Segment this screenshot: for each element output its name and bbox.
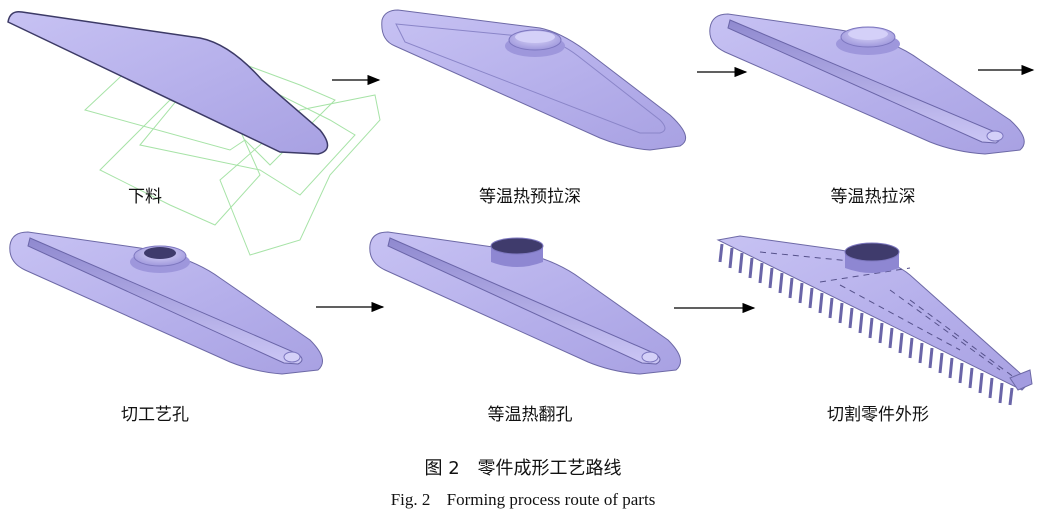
figure-number-en: Fig. 2 [390,490,431,509]
figure-title-en: Forming process route of parts [446,490,656,509]
step-1-blank-part [7,10,381,256]
step-3-deep-drawing-part [709,13,1025,155]
step-label-hole-flanging: 等温热翻孔 [487,405,573,425]
step-4-process-hole-part [9,231,323,375]
step-label-process-hole: 切工艺孔 [121,405,189,425]
score-lines [759,251,1016,379]
step-6-trimmed-part [716,235,1033,406]
figure-title-zh: 零件成形工艺路线 [477,458,622,479]
step-label-deep-drawing: 等温热拉深 [830,187,916,207]
figure-caption-chinese: 图 2 零件成形工艺路线 [0,454,1046,480]
step-5-hole-flanging-part [369,231,681,375]
figure-caption-english: Fig. 2 Forming process route of parts [0,490,1046,510]
step-label-pre-deep-drawing: 等温热预拉深 [479,187,581,207]
step-2-pre-deep-drawing-part [381,9,687,151]
figure-number-zh: 图 2 [424,458,460,479]
step-label-blanking: 下料 [128,187,162,207]
comb-teeth [718,243,1014,406]
step-label-trimming: 切割零件外形 [827,405,929,425]
